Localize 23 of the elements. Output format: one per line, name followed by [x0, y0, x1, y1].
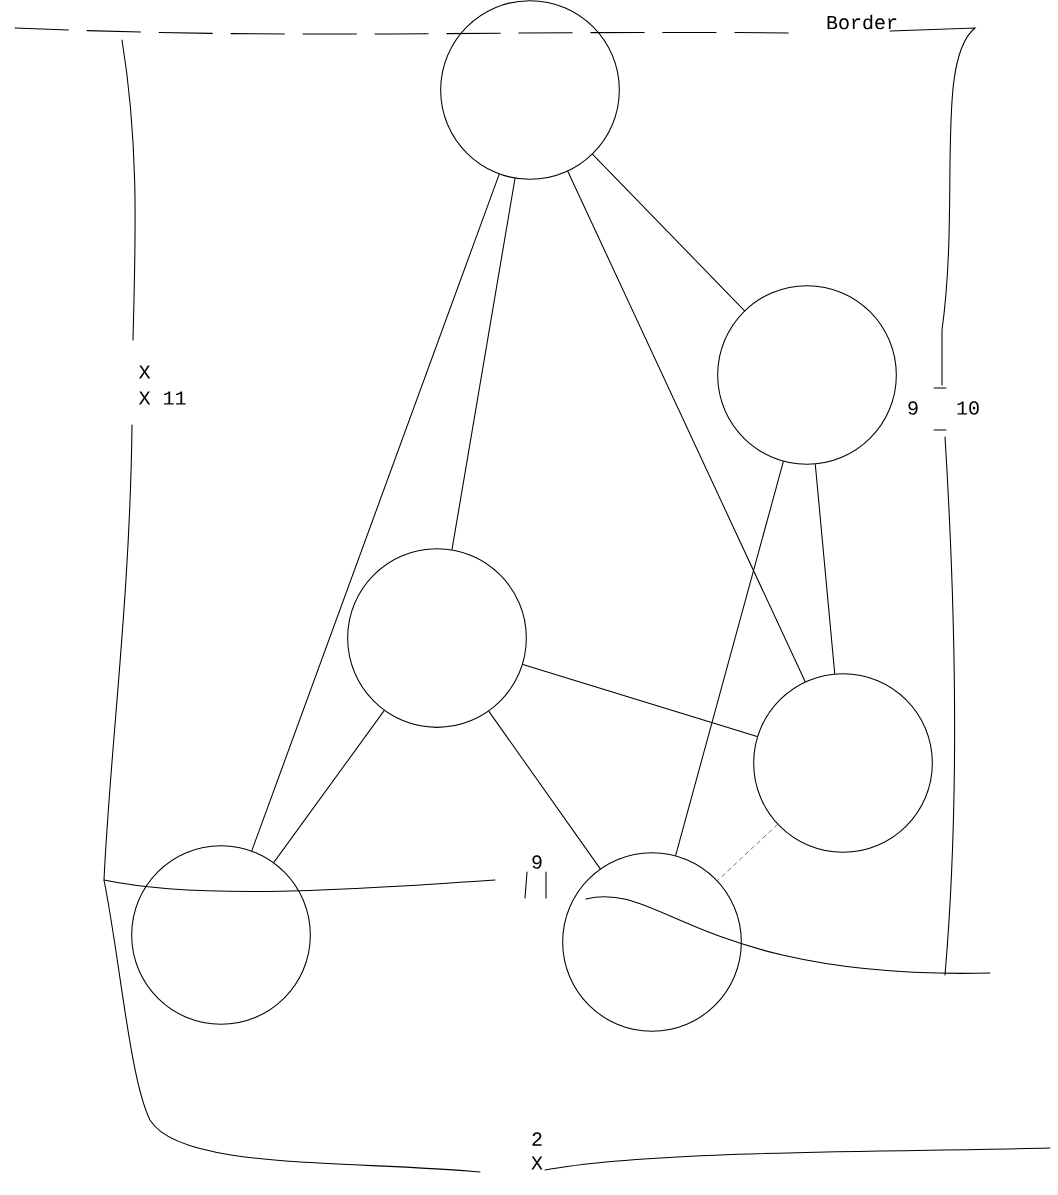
- connector-line: [273, 710, 385, 863]
- connector-line: [567, 170, 806, 683]
- annotation-label: 10: [957, 401, 979, 415]
- circle-node: [347, 548, 527, 728]
- connector-line: [251, 173, 500, 852]
- circle-node: [717, 285, 897, 465]
- connector-line: [451, 178, 516, 550]
- connector-line: [522, 663, 758, 738]
- circle-node: [753, 673, 933, 853]
- circle-node: [440, 0, 620, 180]
- connector-line: [675, 461, 784, 856]
- annotation-label: X 11: [138, 391, 186, 405]
- annotation-label: 2: [532, 1132, 542, 1146]
- circle-node: [562, 852, 742, 1032]
- connector-line: [717, 824, 778, 881]
- circle-node: [131, 845, 311, 1025]
- annotation-label: X: [531, 1156, 543, 1170]
- connector-line: [592, 153, 745, 312]
- connector-line: [488, 710, 601, 870]
- connector-line: [814, 463, 836, 675]
- annotation-label: Border: [827, 14, 897, 30]
- annotation-label: 9: [532, 855, 542, 869]
- annotation-label: X: [138, 365, 151, 379]
